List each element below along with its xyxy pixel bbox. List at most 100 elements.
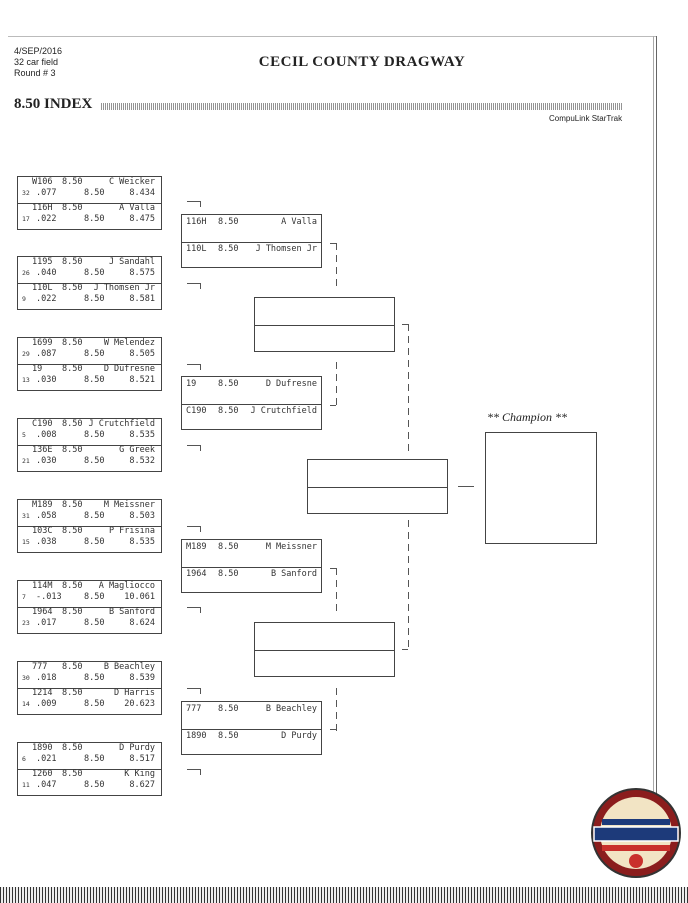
driver-name: D Dufresne (265, 379, 317, 389)
elapsed-time: 8.627 (129, 780, 155, 790)
driver-name: A Valla (119, 203, 155, 213)
connector-tick (336, 592, 337, 599)
connector-tick (408, 628, 409, 635)
connector-tick (200, 769, 201, 775)
round1-matchup: 777 8.50 B Beachley 30 .018 8.50 8.539 1… (17, 661, 162, 715)
connector-tick (200, 283, 201, 289)
bottom-result-line: 13 .030 8.50 8.521 (22, 375, 159, 386)
champion-label: ** Champion ** (487, 410, 568, 424)
elapsed-time: 8.521 (129, 375, 155, 385)
connector-tick (330, 405, 336, 406)
car-number: 1260 (32, 769, 53, 779)
dial-in: 8.50 (62, 500, 83, 510)
reaction-time: .030 (36, 375, 57, 385)
elapsed-time: 8.434 (129, 188, 155, 198)
semifinal-box-1 (254, 297, 395, 352)
track-title: CECIL COUNTY DRAGWAY (0, 54, 688, 71)
dial-in: 8.50 (62, 203, 83, 213)
matchup-divider (18, 688, 161, 689)
bottom-result-line: 23 .017 8.50 8.624 (22, 618, 159, 629)
dial-in: 8.50 (62, 283, 83, 293)
seed-number: 21 (22, 457, 30, 465)
dial-in: 8.50 (62, 607, 83, 617)
connector-tick (336, 580, 337, 587)
right-border (656, 36, 657, 846)
connector-tick (408, 592, 409, 599)
car-number: C190 (32, 419, 53, 429)
bottom-result-line: 11 .047 8.50 8.627 (22, 780, 159, 791)
driver-name: P Frisina (108, 526, 155, 536)
elapsed-time: 8.539 (129, 673, 155, 683)
dial-in: 8.50 (62, 177, 83, 187)
round1-matchup: C190 8.50 J Crutchfield 5 .008 8.50 8.53… (17, 418, 162, 472)
car-number: 110L (32, 283, 53, 293)
index-label: 8.50 INDEX (14, 96, 93, 112)
connector-tick (330, 729, 336, 730)
connector-tick (402, 324, 408, 325)
top-result-line: 30 .018 8.50 8.539 (22, 673, 159, 684)
bottom-result-line: 9 .022 8.50 8.581 (22, 294, 159, 305)
round2-top-entry: 19 8.50 D Dufresne (186, 379, 317, 390)
event-date: 4/SEP/2016 (14, 46, 63, 56)
connector-tick (336, 700, 337, 707)
connector-tick (187, 445, 201, 446)
dial-in: 8.50 (62, 662, 83, 672)
elapsed-time: 8.503 (129, 511, 155, 521)
elapsed-time: 8.624 (129, 618, 155, 628)
connector-tick (336, 374, 337, 381)
seed-number: 14 (22, 700, 30, 708)
seed-number: 32 (22, 189, 30, 197)
car-number: M189 (32, 500, 53, 510)
seed-number: 7 (22, 593, 26, 601)
round1-matchup: 1699 8.50 W Melendez 29 .087 8.50 8.505 … (17, 337, 162, 391)
top-result-line: 32 .077 8.50 8.434 (22, 188, 159, 199)
reaction-time: .022 (36, 214, 57, 224)
final-box (307, 459, 448, 514)
connector-tick (408, 604, 409, 611)
seed-number: 11 (22, 781, 30, 789)
bottom-entry-line: 1260 8.50 K King (22, 769, 159, 780)
car-number: 110L (186, 244, 207, 254)
connector-tick (408, 324, 409, 331)
connector-tick (336, 243, 337, 250)
connector-tick (402, 649, 408, 650)
connector-tick (187, 364, 201, 365)
connector-tick (336, 398, 337, 405)
connector-tick (200, 201, 201, 207)
elapsed-time: 8.517 (129, 754, 155, 764)
car-number: 1195 (32, 257, 53, 267)
dial-in: 8.50 (84, 430, 105, 440)
top-entry-line: 1890 8.50 D Purdy (22, 743, 159, 754)
reaction-time: .021 (36, 754, 57, 764)
matchup-divider (18, 203, 161, 204)
seed-number: 17 (22, 215, 30, 223)
reaction-time: .009 (36, 699, 57, 709)
matchup-divider (18, 364, 161, 365)
reaction-time: .087 (36, 349, 57, 359)
reaction-time: .047 (36, 780, 57, 790)
dial-in: 8.50 (84, 537, 105, 547)
connector-tick (330, 243, 336, 244)
connector-tick (408, 360, 409, 367)
connector-tick (408, 640, 409, 647)
dial-in: 8.50 (84, 268, 105, 278)
event-info: 4/SEP/2016 32 car field Round # 3 (14, 46, 62, 79)
top-entry-line: W106 8.50 C Weicker (22, 177, 159, 188)
connector-tick (200, 607, 201, 613)
reaction-time: .018 (36, 673, 57, 683)
dial-in: 8.50 (218, 704, 239, 714)
driver-name: J Crutchfield (88, 419, 155, 429)
driver-name: K King (124, 769, 155, 779)
dial-in: 8.50 (62, 743, 83, 753)
car-number: 1890 (32, 743, 53, 753)
bottom-result-line: 15 .038 8.50 8.535 (22, 537, 159, 548)
elapsed-time: 20.623 (124, 699, 155, 709)
driver-name: J Thomsen Jr (255, 244, 317, 254)
connector-tick (408, 420, 409, 427)
dial-in: 8.50 (84, 375, 105, 385)
dial-in: 8.50 (62, 769, 83, 779)
matchup-divider (18, 607, 161, 608)
connector-tick (330, 568, 336, 569)
seed-number: 31 (22, 512, 30, 520)
right-border-inner (653, 36, 654, 846)
